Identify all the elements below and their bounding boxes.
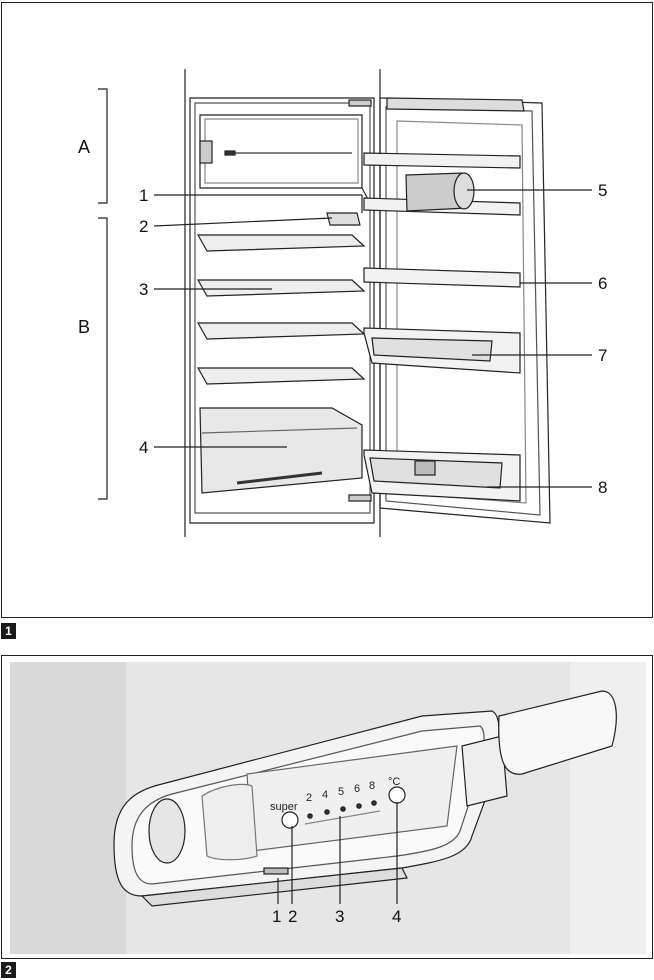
panel-label-6: 6 [354, 783, 360, 795]
section-label-a: A [78, 137, 90, 157]
panel-label-4: 4 [322, 789, 328, 801]
panel-label-2: 2 [306, 792, 312, 804]
callout-6: 6 [598, 274, 607, 293]
panel-label-unit: °C [388, 776, 400, 788]
callout-3: 3 [335, 907, 344, 926]
callout-4: 4 [392, 907, 401, 926]
callout-7: 7 [598, 346, 607, 365]
callout-1: 1 [139, 186, 148, 205]
fridge-illustration: A B 1 2 3 4 5 6 7 8 [2, 3, 652, 617]
panel-label-5: 5 [338, 786, 344, 798]
figure-2-badge: 2 [1, 962, 16, 978]
callout-8: 8 [598, 478, 607, 497]
figure-1-fridge-diagram: A B 1 2 3 4 5 6 7 8 [1, 2, 653, 618]
control-panel-illustration: super 2 4 5 6 8 °C 1 2 3 4 [2, 656, 652, 958]
callout-2: 2 [288, 907, 297, 926]
callout-5: 5 [598, 181, 607, 200]
section-label-b: B [78, 317, 90, 337]
figure-2-control-panel-diagram: super 2 4 5 6 8 °C 1 2 3 4 [1, 655, 653, 959]
callout-4: 4 [139, 438, 148, 457]
callout-3: 3 [139, 280, 148, 299]
callout-1: 1 [272, 907, 281, 926]
figure-1-badge: 1 [1, 623, 16, 639]
callout-2: 2 [139, 217, 148, 236]
panel-label-super: super [270, 801, 298, 813]
panel-label-8: 8 [369, 780, 375, 792]
